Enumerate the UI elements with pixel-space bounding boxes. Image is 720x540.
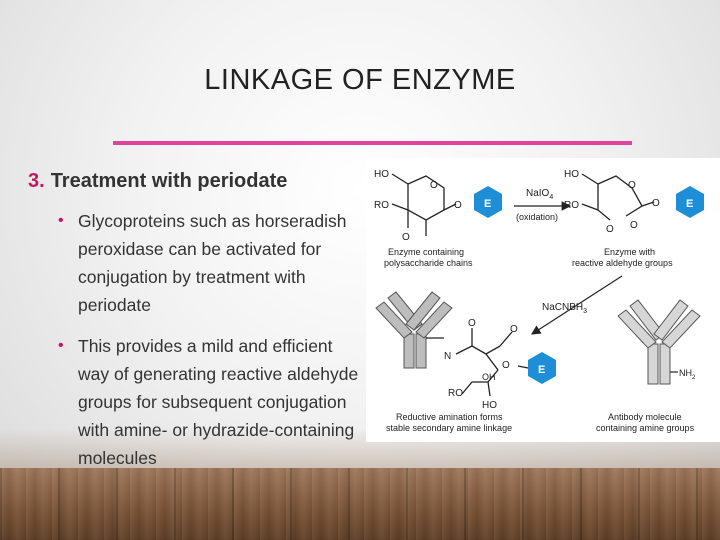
left-ring-o-label: O xyxy=(430,180,438,191)
bullet-list: Glycoproteins such as horseradish peroxi… xyxy=(58,207,363,472)
caption-right-line1: Enzyme with xyxy=(604,247,655,257)
right-o3-label: O xyxy=(606,224,614,235)
section-heading: 3.Treatment with periodate xyxy=(28,170,363,193)
reduction-arrow-icon xyxy=(530,275,623,335)
svg-text:E: E xyxy=(686,198,693,210)
product-ro-label: RO xyxy=(448,388,463,399)
reagent-nacnbh3: NaCNBH3 xyxy=(542,302,587,315)
product-oh-label: OH xyxy=(482,372,496,382)
right-aldehyde-chain xyxy=(581,173,655,221)
product-ho-label: HO xyxy=(482,400,497,411)
svg-text:E: E xyxy=(484,198,491,210)
left-lower-o-label: O xyxy=(402,232,410,243)
reaction-diagram: HO RO O O O E Enzyme containing polysacc… xyxy=(366,158,720,442)
reagent-naio4: NaIO4 xyxy=(526,188,553,201)
right-ro-label: RO xyxy=(564,200,579,211)
bullet-item: This provides a mild and efficient way o… xyxy=(58,332,363,472)
enzyme-icon: E xyxy=(528,352,556,384)
caption-bottom-right-line2: containing amine groups xyxy=(596,423,695,433)
caption-bottom-left-line2: stable secondary amine linkage xyxy=(386,423,512,433)
heading-text: Treatment with periodate xyxy=(50,170,288,192)
title-underline xyxy=(113,141,632,145)
left-link-o-label: O xyxy=(454,200,462,211)
enzyme-bond xyxy=(517,365,529,369)
product-chain xyxy=(426,328,513,397)
caption-bottom-right-line1: Antibody molecule xyxy=(608,412,682,422)
antibody-left-icon xyxy=(375,291,453,369)
slide-content: 3.Treatment with periodate Glycoproteins… xyxy=(28,170,363,485)
caption-bottom-left-line1: Reductive amination forms xyxy=(396,412,503,422)
bullet-item: Glycoproteins such as horseradish peroxi… xyxy=(58,207,363,319)
right-o4-label: O xyxy=(630,220,638,231)
svg-text:E: E xyxy=(538,364,545,376)
slide-title: LINKAGE OF ENZYME xyxy=(204,64,516,96)
caption-right-line2: reactive aldehyde groups xyxy=(572,258,673,268)
product-n-label: N xyxy=(444,351,451,362)
caption-left-line2: polysaccharide chains xyxy=(384,258,473,268)
heading-number: 3. xyxy=(28,170,45,192)
reagent-oxidation-note: (oxidation) xyxy=(516,212,558,222)
amine-label: NH2 xyxy=(679,368,696,381)
right-o1-label: O xyxy=(628,180,636,191)
product-o1-label: O xyxy=(468,318,476,329)
product-o2-label: O xyxy=(510,324,518,335)
right-ho-label: HO xyxy=(564,169,579,180)
left-sugar-ring xyxy=(391,173,457,236)
enzyme-icon: E xyxy=(676,186,704,218)
caption-left-line1: Enzyme containing xyxy=(388,247,464,257)
enzyme-icon: E xyxy=(474,186,502,218)
product-o3-label: O xyxy=(502,360,510,371)
left-ho-label: HO xyxy=(374,169,389,180)
antibody-right-icon xyxy=(617,299,701,385)
right-o2-label: O xyxy=(652,198,660,209)
reaction-diagram-svg: HO RO O O O E Enzyme containing polysacc… xyxy=(374,169,704,433)
left-ro-label: RO xyxy=(374,200,389,211)
